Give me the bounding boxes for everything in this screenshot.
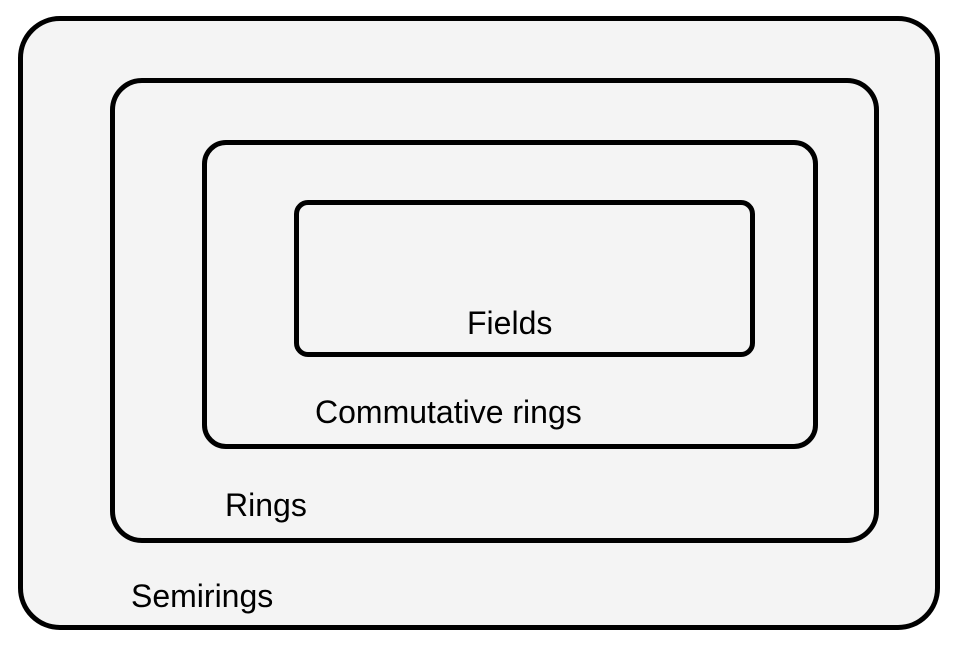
set-label-fields: Fields	[467, 305, 553, 341]
set-box-rings: Rings Commutative rings Fields	[110, 78, 879, 543]
set-box-semirings: Semirings Rings Commutative rings Fields	[18, 16, 940, 630]
set-box-commutative-rings: Commutative rings Fields	[202, 140, 818, 449]
set-box-fields: Fields	[294, 200, 755, 357]
set-label-rings: Rings	[225, 487, 307, 523]
set-label-semirings: Semirings	[131, 578, 274, 614]
set-label-commutative-rings: Commutative rings	[315, 394, 582, 430]
